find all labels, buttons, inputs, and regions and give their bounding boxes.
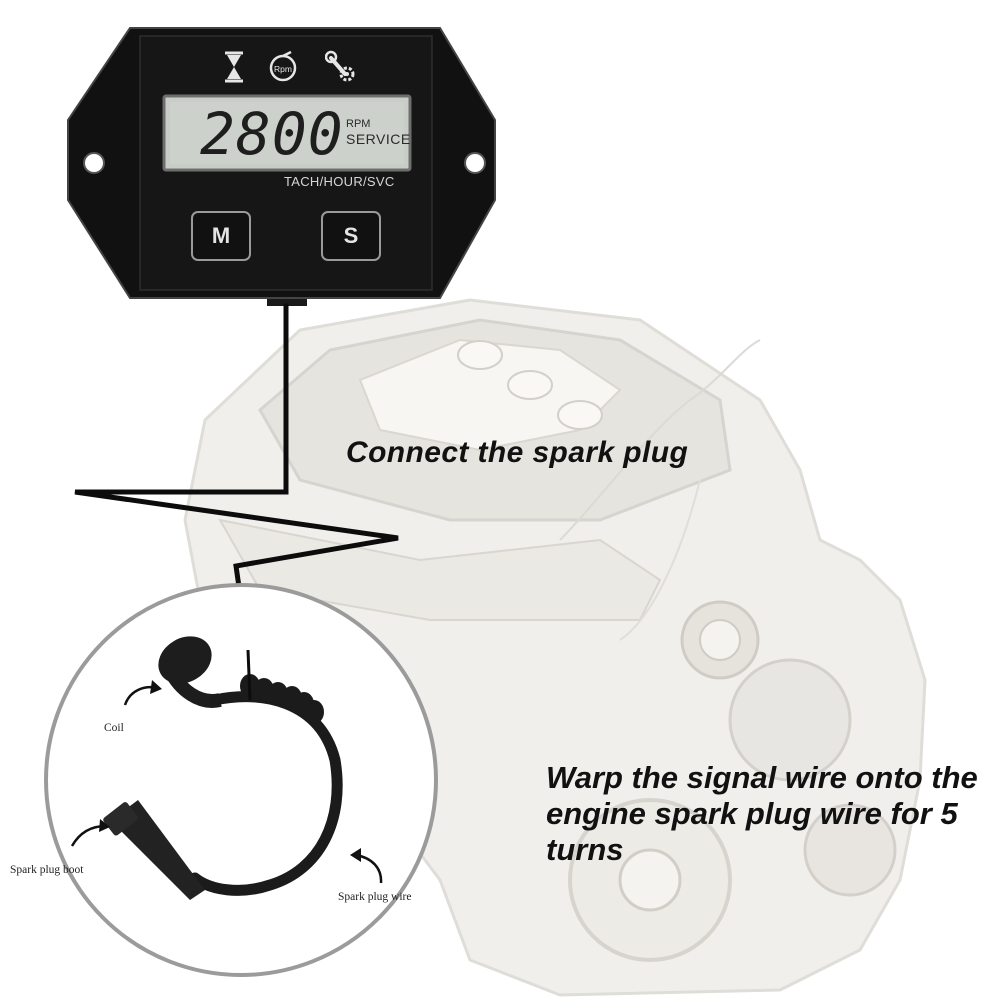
coil-label: Coil — [104, 722, 124, 734]
boot-arrow — [70, 819, 110, 847]
lcd-unit-rpm: RPM — [346, 118, 371, 130]
rpm-gauge-icon: Rpm — [267, 50, 297, 84]
rpm-icon-text: Rpm — [274, 64, 292, 74]
meter-caption: TACH/HOUR/SVC — [284, 174, 395, 189]
lcd-reading: 2800 — [200, 100, 344, 168]
spark-plug-wire-label: Spark plug wire — [338, 891, 412, 903]
spark-plug-boot-label: Spark plug boot — [10, 864, 84, 876]
wire-arrow — [350, 848, 383, 884]
instruction-step-1: Connect the spark plug — [346, 436, 689, 469]
instruction-step-2: Warp the signal wire onto the engine spa… — [546, 760, 978, 867]
wrench-gear-icon — [324, 50, 355, 84]
coil-arrow — [123, 680, 162, 706]
hourglass-icon — [219, 50, 249, 84]
detail-inset — [44, 583, 438, 977]
mode-button[interactable]: M — [191, 211, 251, 261]
lcd-unit-service: SERVICE — [346, 131, 411, 147]
engine-illustration — [183, 298, 927, 997]
set-button[interactable]: S — [321, 211, 381, 261]
